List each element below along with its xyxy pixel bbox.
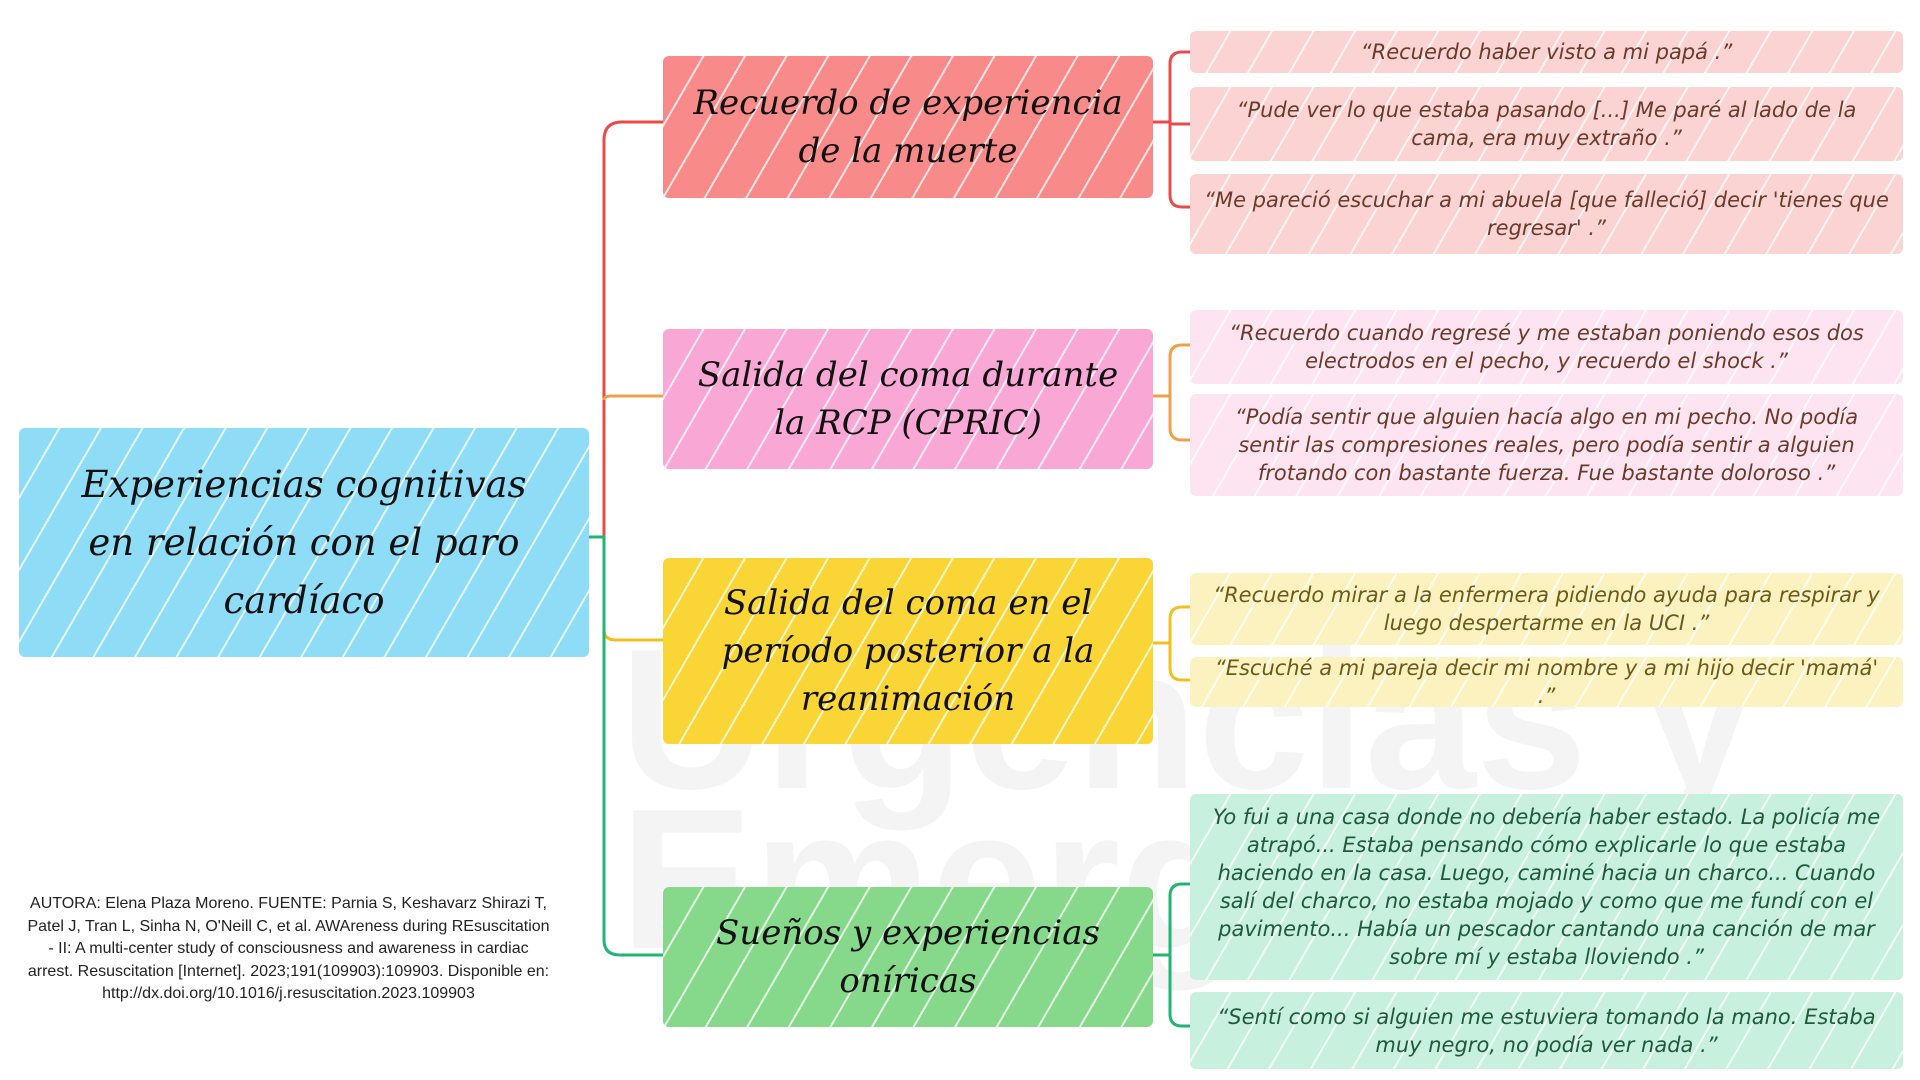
quote-text: “Recuerdo cuando regresé y me estaban po… (1229, 321, 1864, 373)
quote: “Recuerdo cuando regresé y me estaban po… (1190, 310, 1903, 384)
branch-cpric: Salida del coma durante la RCP (CPRIC) (663, 329, 1153, 469)
central-topic-label: Experiencias cognitivas en relación con … (81, 462, 527, 622)
source-citation: AUTORA: Elena Plaza Moreno. FUENTE: Parn… (27, 895, 550, 1002)
quote-text: “Recuerdo haber visto a mi papá .” (1360, 40, 1733, 64)
branch-label: Salida del coma en el período posterior … (721, 583, 1095, 719)
branch-label: Recuerdo de experiencia de la muerte (693, 83, 1123, 171)
branch-dreams: Sueños y experiencias oníricas (663, 887, 1153, 1027)
bracket-1 (1153, 50, 1190, 209)
central-topic: Experiencias cognitivas en relación con … (19, 428, 589, 657)
quote-text: “Pude ver lo que estaba pasando [...] Me… (1236, 98, 1857, 150)
quote: Yo fui a una casa donde no debería haber… (1190, 794, 1903, 980)
connector-branch-4 (589, 535, 663, 957)
branch-label: Sueños y experiencias oníricas (716, 913, 1100, 1001)
quote: “Me pareció escuchar a mi abuela [que fa… (1190, 174, 1903, 254)
bracket-4 (1153, 882, 1190, 1028)
quote: “Recuerdo haber visto a mi papá .” (1190, 31, 1903, 73)
quote-text: Yo fui a una casa donde no debería haber… (1212, 805, 1881, 969)
quote-text: “Escuché a mi pareja decir mi nombre y a… (1214, 656, 1879, 708)
quote-text: “Podía sentir que alguien hacía algo en … (1234, 405, 1859, 485)
connector-branch-3 (602, 629, 663, 642)
quote: “Podía sentir que alguien hacía algo en … (1190, 394, 1903, 496)
bracket-2 (1153, 343, 1190, 442)
quote: “Pude ver lo que estaba pasando [...] Me… (1190, 87, 1903, 161)
quote-text: “Me pareció escuchar a mi abuela [que fa… (1204, 188, 1889, 240)
branch-post-resuscitation: Salida del coma en el período posterior … (663, 558, 1153, 744)
bracket-3 (1153, 605, 1190, 682)
branch-death-experience: Recuerdo de experiencia de la muerte (663, 56, 1153, 198)
connector-branch-1 (589, 120, 663, 539)
quote-text: “Sentí como si alguien me estuviera toma… (1217, 1004, 1876, 1057)
branch-label: Salida del coma durante la RCP (CPRIC) (697, 355, 1119, 443)
quote: “Recuerdo mirar a la enfermera pidiendo … (1190, 573, 1903, 645)
quote: “Sentí como si alguien me estuviera toma… (1190, 992, 1903, 1069)
quote-text: “Recuerdo mirar a la enfermera pidiendo … (1213, 583, 1880, 635)
connector-branch-2 (602, 394, 663, 401)
quote: “Escuché a mi pareja decir mi nombre y a… (1190, 656, 1903, 708)
